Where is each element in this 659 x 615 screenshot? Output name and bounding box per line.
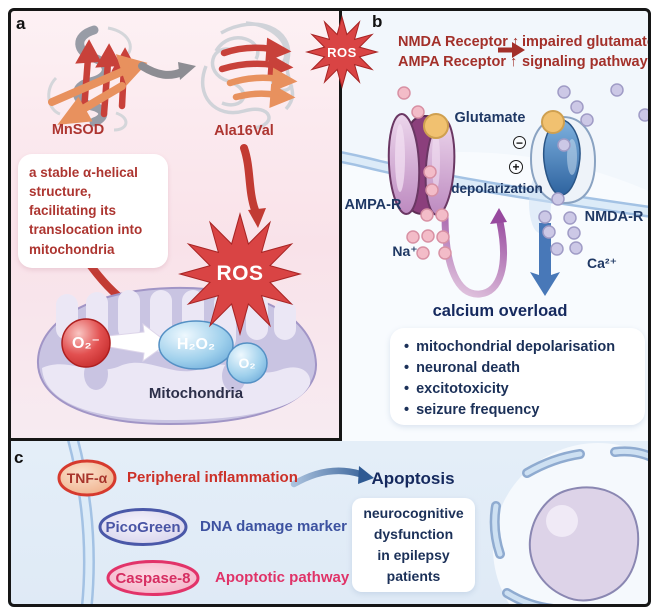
panel-a-label: a xyxy=(16,14,26,33)
caspase8-badge xyxy=(106,560,200,596)
na-ion-dots xyxy=(397,86,452,260)
calcium-label: Ca²⁺ xyxy=(587,255,617,271)
depolarization-label: depolarization xyxy=(451,181,543,196)
sodium-label: Na⁺ xyxy=(392,243,418,259)
beta-strand-arrows-orange xyxy=(48,54,148,125)
apoptotic-pathway-label: Apoptotic pathway xyxy=(215,569,350,586)
bullet-icon: • xyxy=(404,338,410,355)
glutamate-molecule-icon xyxy=(423,113,449,139)
figure-frame: b NMDA Receptor ↑ AMPA Receptor ↑ impair… xyxy=(8,8,651,607)
panel-b-label: b xyxy=(372,12,383,31)
effect-item: •seizure frequency xyxy=(404,401,540,418)
bullet-icon: • xyxy=(404,380,410,397)
ala16val-label: Ala16Val xyxy=(214,123,274,139)
glutamate-label: Glutamate xyxy=(454,110,526,126)
header-arrow-icon xyxy=(498,42,525,58)
ampa-receptor-up: AMPA Receptor ↑ xyxy=(398,54,518,70)
panel-a: a MnSOD Ala16Val a stable α-helical stru… xyxy=(8,8,342,441)
picogreen-text: PicoGreen xyxy=(105,519,181,536)
o2-molecule-icon xyxy=(226,342,268,384)
apoptotic-nucleus xyxy=(528,486,640,602)
effect-item: •excitotoxicity xyxy=(404,380,509,397)
superoxide-label: O₂⁻ xyxy=(72,335,100,352)
tnf-alpha-badge xyxy=(57,459,117,497)
outcome-box: neurocognitive dysfunction in epilepsy p… xyxy=(352,498,475,592)
conversion-arrow xyxy=(107,322,169,363)
ca-ion-dots xyxy=(538,83,651,256)
minus-charge-icon: − xyxy=(513,136,526,150)
ala16val-to-ros-arrow xyxy=(240,144,266,228)
ros-star-small: ROS xyxy=(305,15,379,89)
bullet-icon: • xyxy=(404,359,410,376)
h2o2-label: H₂O₂ xyxy=(176,336,216,353)
mitochondria-label: Mitochondria xyxy=(148,385,244,402)
fragmented-membrane-arcs xyxy=(489,446,651,607)
ros-star-large: ROS xyxy=(178,212,302,336)
caspase8-text: Caspase-8 xyxy=(115,570,191,587)
apoptosis-label: Apoptosis xyxy=(371,469,455,488)
picogreen-badge xyxy=(98,508,188,546)
misfolded-strands-red xyxy=(218,37,294,78)
o2-label: O₂ xyxy=(238,355,256,371)
dna-damage-label: DNA damage marker xyxy=(200,518,348,535)
nmda-receptor-label: NMDA-R xyxy=(584,209,644,225)
mnsod-protein-icon xyxy=(47,25,148,132)
nmda-receptor-icon xyxy=(529,110,597,206)
ampa-receptor-icon xyxy=(387,113,456,216)
mechanism-note-box: a stable α-helical structure, facilitati… xyxy=(18,154,168,268)
h2o2-molecule-icon xyxy=(158,320,234,370)
glutamate-molecule-icon xyxy=(541,110,565,134)
mnsod-label: MnSOD xyxy=(51,122,105,138)
calcium-overload-label: calcium overload xyxy=(432,302,568,320)
panel-c-label: c xyxy=(14,448,24,467)
tnf-alpha-text: TNF-α xyxy=(66,470,108,486)
impaired-signaling-text: impaired glutamate signaling pathway xyxy=(522,34,651,70)
panel-a-artwork xyxy=(36,21,318,426)
peripheral-inflammation-label: Peripheral inflammation xyxy=(127,469,298,486)
calcium-influx-arrow xyxy=(530,223,560,296)
calcium-effects-box: •mitochondrial depolarisation •neuronal … xyxy=(390,328,645,425)
bullet-icon: • xyxy=(404,401,410,418)
receptor-upregulation-text: NMDA Receptor ↑ AMPA Receptor ↑ xyxy=(398,32,519,72)
ala16val-protein-icon xyxy=(200,21,298,130)
effect-item: •mitochondrial depolarisation xyxy=(404,338,616,355)
misfolded-strands-orange xyxy=(226,67,298,108)
plus-charge-icon: + xyxy=(509,160,523,174)
transition-arrow xyxy=(138,62,196,80)
superoxide-molecule-icon xyxy=(61,318,111,368)
nmda-receptor-up: NMDA Receptor ↑ xyxy=(398,34,520,50)
ampa-receptor-label: AMPA-R xyxy=(344,197,402,213)
apoptosis-arrow xyxy=(290,466,374,488)
neuron-membrane-band xyxy=(66,434,95,607)
effect-item: •neuronal death xyxy=(404,359,521,376)
